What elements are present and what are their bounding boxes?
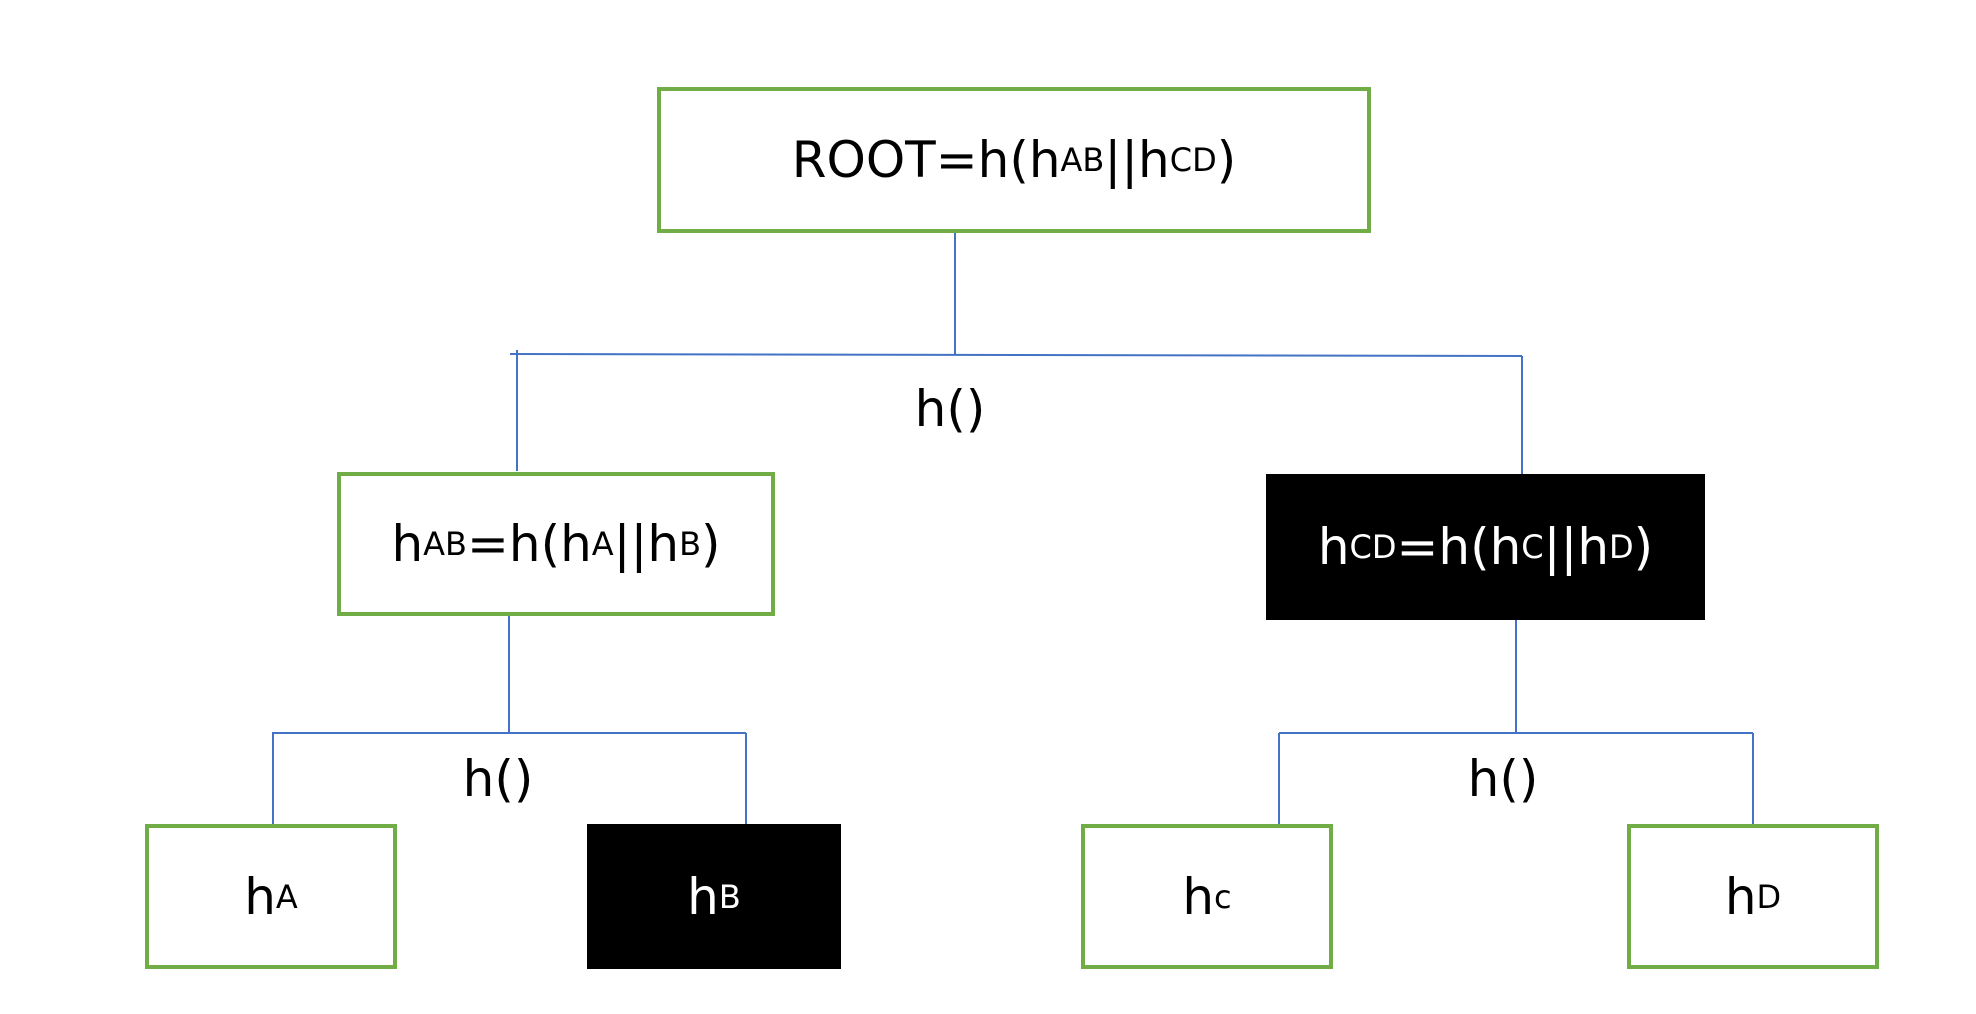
hab-h: h (391, 515, 424, 573)
hcd-h: h (1317, 518, 1350, 576)
hab-eq: =h(h (467, 515, 592, 573)
hash-label-left: h() (462, 750, 534, 808)
hab-close: ) (701, 515, 721, 573)
hash-label-right: h() (1467, 750, 1539, 808)
root-concat: ||h (1104, 131, 1170, 189)
root-text: ROOT=h(h (791, 131, 1061, 189)
ha-h: h (244, 867, 276, 926)
hb-h: h (687, 867, 719, 926)
hcd-eq: =h(h (1396, 518, 1522, 576)
hc-h: h (1182, 867, 1215, 926)
hd-h: h (1724, 867, 1757, 926)
hcd-close: ) (1633, 518, 1654, 576)
root-close: ) (1216, 131, 1237, 189)
hash-label-top: h() (914, 380, 986, 438)
hcd-concat: ||h (1543, 518, 1610, 576)
hab-concat: ||h (613, 515, 680, 573)
top-bracket (509, 353, 1523, 357)
